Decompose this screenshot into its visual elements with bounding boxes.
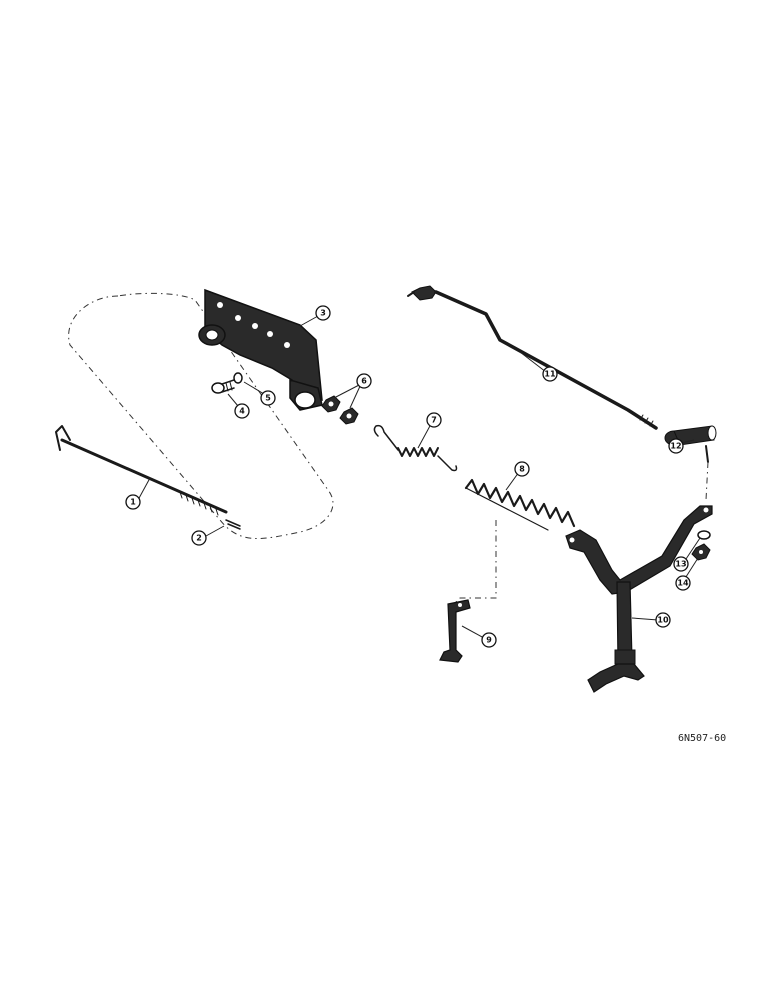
cotter-pin (225, 519, 241, 530)
callout-label: 1 (130, 498, 136, 507)
callout-6: 6 (356, 373, 372, 389)
callout-label: 5 (265, 394, 271, 403)
mounting-bracket (198, 288, 323, 411)
callout-1: 1 (125, 494, 141, 510)
callout-9: 9 (481, 632, 497, 648)
grouping-outline (68, 292, 334, 539)
nut-small (691, 543, 711, 561)
callout-label: 7 (431, 416, 437, 425)
callout-label: 8 (519, 465, 525, 474)
callout-3: 3 (315, 305, 331, 321)
callout-5: 5 (260, 390, 276, 406)
callout-10: 10 (655, 612, 671, 628)
callout-label: 14 (677, 579, 689, 588)
callout-label: 13 (675, 560, 686, 569)
bolt (211, 379, 235, 394)
callout-label: 9 (486, 636, 492, 645)
callout-14: 14 (675, 575, 691, 591)
lock-washer (233, 372, 243, 384)
callout-2: 2 (191, 530, 207, 546)
callout-label: 12 (670, 442, 681, 451)
callout-label: 4 (239, 407, 245, 416)
washer (697, 530, 711, 540)
spring-anchor-bracket (439, 599, 471, 663)
callout-7: 7 (426, 412, 442, 428)
bellcrank-lever (565, 505, 713, 693)
callout-13: 13 (673, 556, 689, 572)
nuts (321, 395, 359, 425)
tension-spring-small (373, 424, 458, 472)
callout-label: 2 (196, 534, 202, 543)
assembly-line-spring (449, 520, 497, 609)
compression-spring-large (464, 478, 576, 531)
callout-label: 11 (544, 370, 556, 379)
callout-12: 12 (668, 438, 684, 454)
callout-8: 8 (514, 461, 530, 477)
leader-lines (137, 315, 701, 639)
callout-4: 4 (234, 403, 250, 419)
callout-11: 11 (542, 366, 558, 382)
control-rod (55, 425, 228, 516)
drawing-code: 6N507-60 (678, 733, 726, 744)
callout-label: 10 (657, 616, 669, 625)
assembly-line-clevis (705, 461, 709, 501)
callout-label: 3 (320, 309, 326, 318)
connecting-rod (407, 285, 658, 430)
callout-label: 6 (361, 377, 367, 386)
